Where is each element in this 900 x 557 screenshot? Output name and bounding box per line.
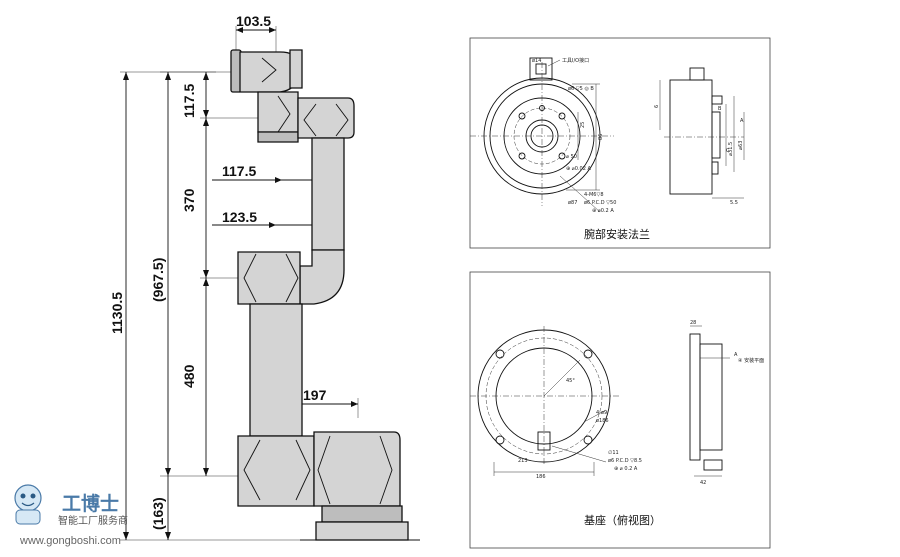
label-side-a: A xyxy=(740,118,744,124)
dim-123-5: 123.5 xyxy=(222,209,257,225)
label-base-pcd: ø186 xyxy=(596,418,609,424)
label-dia-31: ⌀31.5 xyxy=(728,142,734,156)
dim-117-5: 117.5 xyxy=(222,163,256,179)
dim-103-5: 103.5 xyxy=(236,13,271,29)
label-dia-63: ⌀63 xyxy=(738,141,744,150)
watermark-url: www.gongboshi.com xyxy=(19,535,121,547)
watermark-title: 工博士 xyxy=(62,492,119,515)
label-pcd-50: ⌀ 50 xyxy=(566,154,577,160)
dim-163: (163) xyxy=(150,497,166,530)
label-side-b: B xyxy=(718,106,722,112)
label-87: ø87 xyxy=(568,200,577,206)
base-panel: 45° 4-ø9 ø186 186 213 ∅11 ø6 P.C.D ▽8.5 … xyxy=(469,271,771,549)
label-213: 213 xyxy=(518,458,528,464)
label-cable-pcd: ø6 P.C.D ▽8.5 xyxy=(608,458,642,464)
label-angle-45: 45° xyxy=(566,378,575,384)
label-186: 186 xyxy=(536,474,546,480)
label-holes-4x: 4-M6▽8 xyxy=(584,192,604,198)
mascot-icon xyxy=(14,484,42,525)
label-cable: ∅11 xyxy=(608,450,619,456)
watermark: 工博士 智能工厂服务商 www.gongboshi.com xyxy=(14,484,128,547)
label-base-holes: 4-ø9 xyxy=(596,410,607,416)
label-base-tol: ⊕ ⌀ 0.2 A xyxy=(614,466,638,472)
label-side-tag: A xyxy=(734,352,738,358)
robot-arm-side-view: 103.5 117.5 117.5 370 123.5 (967.5) 1130… xyxy=(109,13,420,541)
label-42: 42 xyxy=(700,480,706,486)
dim-197: 197 xyxy=(303,387,327,403)
arm-body xyxy=(230,49,420,541)
label-25: 25 xyxy=(580,122,586,128)
label-side-c: C xyxy=(726,148,730,154)
dim-117-5-top: 117.5 xyxy=(181,84,197,118)
label-tol-a: ⊕ ⌀0.02 A xyxy=(566,166,592,172)
label-5-5: 5.5 xyxy=(730,200,738,206)
label-hole-top: ø6 ▽5 ◎ B xyxy=(568,86,594,92)
caption-wrist-flange: 腕部安装法兰 xyxy=(584,227,650,241)
dim-480: 480 xyxy=(181,364,197,388)
label-side-6: 6 xyxy=(654,105,660,108)
label-pcd-63: ø6 P.C.D ▽50 xyxy=(584,200,616,206)
dim-1130-5: 1130.5 xyxy=(109,292,125,334)
dim-967-5: (967.5) xyxy=(150,258,166,302)
label-28: 28 xyxy=(690,320,696,326)
watermark-subtitle: 智能工厂服务商 xyxy=(58,514,128,527)
wrist-flange-panel: 工具I/O接口 ø14 ø6 ▽5 ◎ B 25 86 ⌀ 50 ⊕ ⌀0.02… xyxy=(469,37,771,249)
dim-370: 370 xyxy=(181,188,197,212)
caption-base: 基座（俯视图） xyxy=(584,513,661,527)
label-io-port: 工具I/O接口 xyxy=(562,57,589,64)
label-pos-tol: ⊕ ⌀0.2 A xyxy=(592,208,614,214)
label-mount-note: ④ 安装平面 xyxy=(738,357,764,364)
label-f14: ø14 xyxy=(532,58,541,64)
label-86: 86 xyxy=(598,134,604,140)
